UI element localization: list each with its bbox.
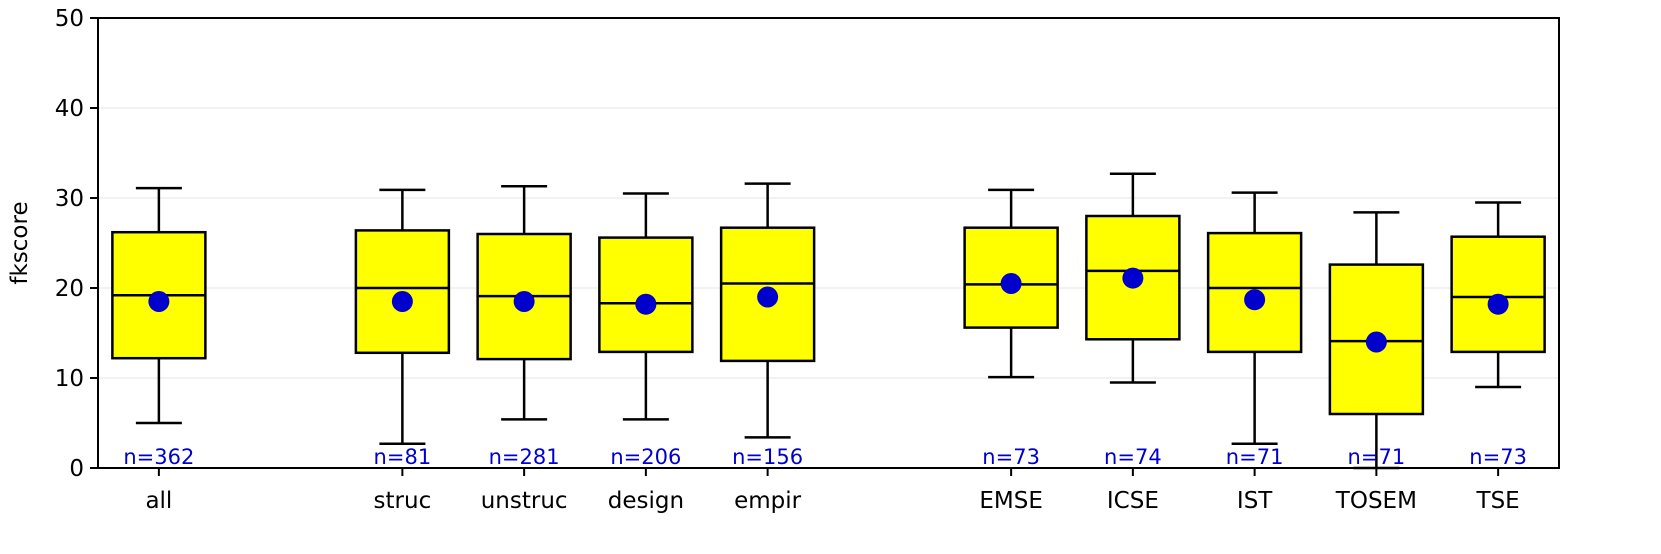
n-label: n=362 <box>123 445 194 469</box>
x-tick-label: design <box>608 488 684 514</box>
mean-marker <box>635 293 657 315</box>
y-tick-label: 30 <box>55 186 84 212</box>
y-axis-label: fkscore <box>7 201 33 284</box>
y-tick-label: 10 <box>55 366 84 392</box>
x-tick-label: struc <box>374 488 432 514</box>
x-tick-label: ICSE <box>1107 488 1159 514</box>
n-labels: n=362 n=81 n=281 n=206 n=156 n=73 n=74 n=71 n=71… <box>123 445 1527 469</box>
plot-frame <box>97 17 1560 469</box>
n-label: n=71 <box>1348 445 1406 469</box>
mean-marker <box>148 291 170 312</box>
x-tick-label: EMSE <box>979 488 1043 514</box>
x-tick-label: empir <box>734 488 802 514</box>
y-tick-label: 50 <box>55 6 84 32</box>
boxes <box>111 172 1546 470</box>
y-tick-label: 20 <box>55 276 84 302</box>
mean-marker <box>513 291 535 312</box>
mean-marker <box>1122 267 1144 289</box>
mean-marker <box>1487 293 1509 315</box>
grid-lines <box>98 107 1559 379</box>
n-label: n=81 <box>374 445 432 469</box>
n-label: n=73 <box>1469 445 1527 469</box>
n-label: n=71 <box>1226 445 1284 469</box>
mean-marker <box>1365 331 1387 353</box>
mean-marker <box>757 286 779 308</box>
mean-marker <box>1244 289 1266 311</box>
y-tick-label: 0 <box>69 456 84 482</box>
x-tick-label: unstruc <box>481 488 568 514</box>
x-tick-label: TSE <box>1476 488 1520 514</box>
n-label: n=74 <box>1104 445 1162 469</box>
n-label: n=156 <box>732 445 803 469</box>
x-tick-label: all <box>145 488 172 514</box>
y-tick-label: 40 <box>55 96 84 122</box>
mean-marker <box>391 291 413 312</box>
n-label: n=73 <box>982 445 1040 469</box>
x-tick-label: TOSEM <box>1335 488 1417 514</box>
n-label: n=206 <box>610 445 681 469</box>
n-label: n=281 <box>489 445 560 469</box>
mean-marker <box>1000 273 1022 294</box>
x-tick-label: IST <box>1237 488 1273 514</box>
axes: 0 10 20 30 40 50 all struc unstruc design empir EMS… <box>55 6 1520 514</box>
